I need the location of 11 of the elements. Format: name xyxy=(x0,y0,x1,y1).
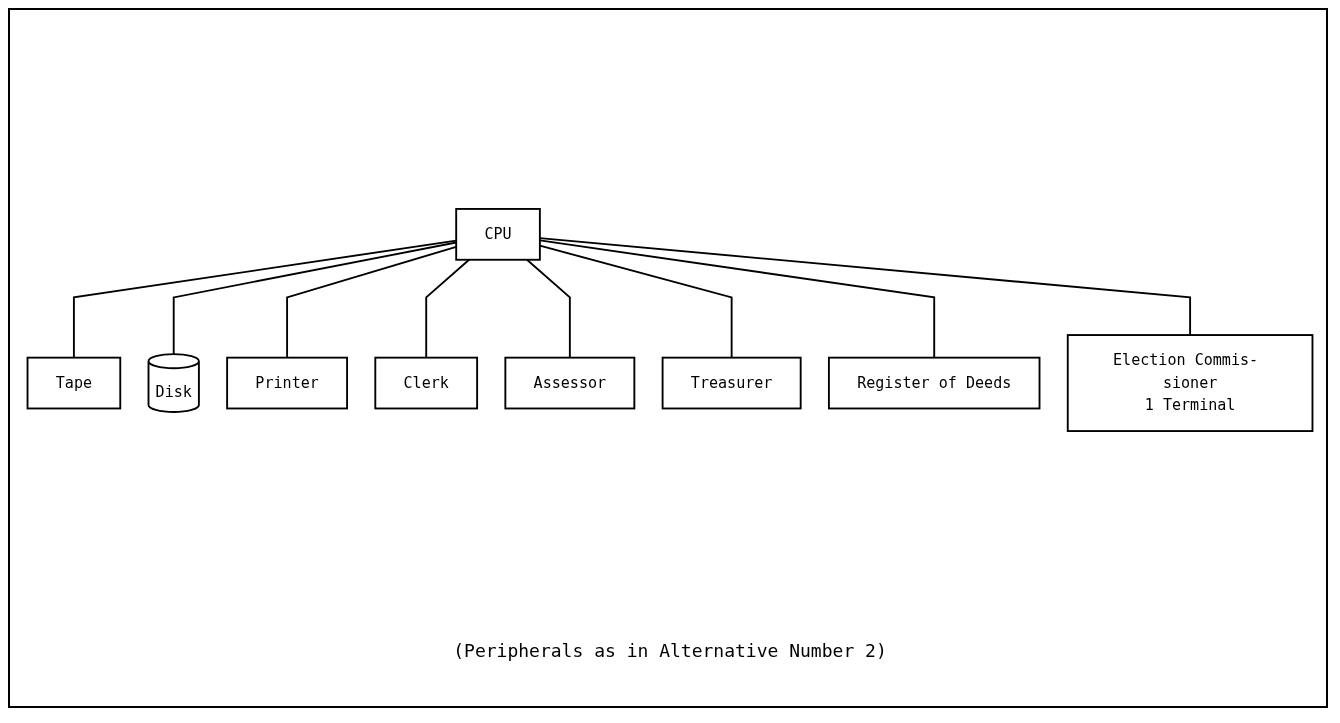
node-box: CPU xyxy=(455,208,541,261)
note-text: (Peripherals as in Alternative Number 2) xyxy=(452,640,888,661)
node-box: Tape xyxy=(26,356,122,410)
connector xyxy=(425,258,471,359)
node-box: Election Commis- sioner 1 Terminal xyxy=(1066,334,1314,432)
node-box: Assessor xyxy=(504,356,636,410)
connector xyxy=(526,258,571,359)
node-box: Clerk xyxy=(374,356,479,410)
node-box: Register of Deeds xyxy=(827,356,1041,410)
node-box: Printer xyxy=(226,356,348,410)
node-box: Treasurer xyxy=(661,356,802,410)
